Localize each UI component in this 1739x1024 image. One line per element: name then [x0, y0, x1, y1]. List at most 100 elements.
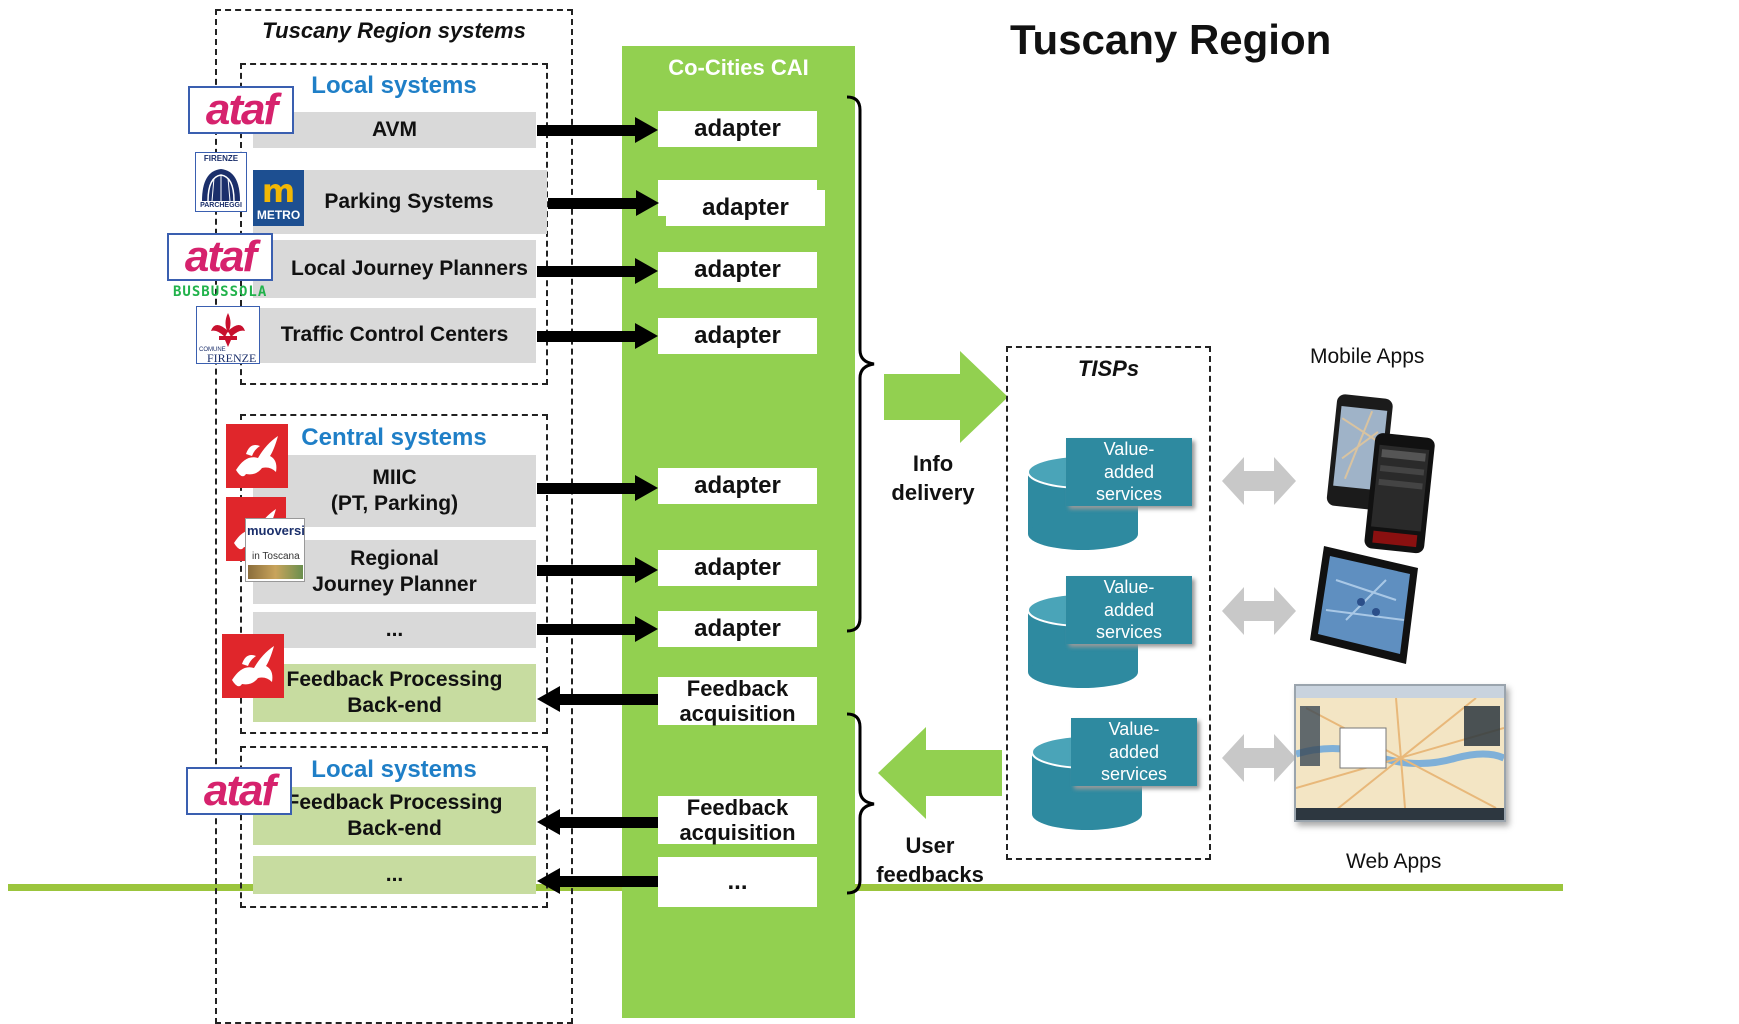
info-delivery-label: Info delivery [872, 450, 994, 507]
in-toscana-text: in Toscana [252, 551, 300, 562]
page-title: Tuscany Region [1010, 16, 1332, 63]
svc2-line-3: services [1095, 622, 1162, 643]
pegasus-logo-miic [226, 424, 288, 488]
arrow-traffic [537, 323, 658, 349]
arrow-parking [548, 190, 659, 216]
web-apps-label: Web Apps [1346, 850, 1442, 873]
arrow-feedback-2 [537, 809, 658, 835]
local-systems-label-2: Local systems [311, 756, 477, 783]
black-arrows [537, 117, 659, 894]
arrow-feedback-1 [537, 686, 658, 712]
feedback-acquisition-1: Feedback acquisition [658, 675, 817, 726]
cai-ellipsis: ... [658, 857, 817, 907]
row-avm: AVM [253, 112, 536, 148]
ataf-logo-text-2: ataf [184, 232, 257, 281]
rjp-line-1: Regional [350, 546, 439, 570]
svc1-line-3: services [1095, 484, 1162, 505]
row-miic: MIIC (PT, Parking) [253, 455, 536, 527]
metro-logo: m METRO [253, 170, 304, 226]
muoversi-toscana-logo: muoversi in Toscana [245, 518, 305, 582]
ataf-logo-text: ataf [205, 85, 278, 134]
info-delivery-arrow [884, 351, 1008, 443]
feedback-bracket [846, 712, 875, 895]
svc3-line-1: Value- [1108, 719, 1160, 740]
info-delivery-line-1: Info [912, 451, 954, 476]
arrow-ellipsis-2 [537, 868, 658, 894]
miic-line-1: MIIC [372, 465, 417, 489]
fa1-line-2: acquisition [679, 701, 796, 726]
value-added-services-3: Value- added services [1071, 718, 1197, 786]
tisps-box [1006, 346, 1211, 860]
web-app-screenshot [1294, 684, 1506, 822]
muoversi-image [248, 565, 303, 579]
user-feedback-arrow [878, 727, 1002, 819]
firenze-text: FIRENZE [207, 351, 257, 365]
double-arrow-2 [1222, 587, 1296, 635]
row-feedback-processing-local: Feedback Processing Back-end [253, 787, 536, 845]
cai-title: Co-Cities CAI [668, 55, 809, 80]
value-added-services-1: Value- added services [1066, 438, 1192, 506]
comune-text: COMUNE [199, 347, 226, 353]
svc3-line-2: added [1108, 741, 1160, 762]
value-added-services-2: Value- added services [1066, 576, 1192, 644]
fb-central-line-2: Back-end [347, 694, 442, 717]
pegasus-icon [236, 436, 278, 477]
row-central-ellipsis: ... [253, 612, 536, 648]
user-feedbacks-line-1: User [905, 833, 955, 858]
arrow-avm [537, 117, 658, 143]
muoversi-text: muoversi [247, 523, 305, 538]
mobile-apps-label: Mobile Apps [1310, 345, 1425, 368]
ataf-logo-journey: ataf [167, 233, 273, 281]
user-feedbacks-line-2: feedbacks [876, 861, 984, 887]
ataf-logo-text-3: ataf [203, 766, 276, 815]
svc2-line-2: added [1103, 599, 1155, 620]
local-systems-label: Local systems [311, 72, 477, 99]
user-feedbacks-label: User feedbacks [868, 832, 992, 889]
parcheggi-text: PARCHEGGI [200, 202, 242, 209]
row-local-ellipsis: ... [253, 856, 536, 894]
fb-local-line-2: Back-end [347, 817, 442, 840]
central-systems-label: Central systems [301, 424, 487, 451]
svc1-line-1: Value- [1103, 439, 1155, 460]
fa2-line-2: acquisition [679, 820, 796, 845]
adapter-journey-planners: adapter [658, 252, 817, 288]
info-bracket [846, 95, 875, 633]
info-delivery-line-2: delivery [891, 479, 975, 505]
dome-icon [202, 169, 240, 202]
metro-m-icon: m [261, 172, 296, 210]
feedback-acquisition-2: Feedback acquisition [658, 794, 817, 845]
ataf-logo-avm: ataf [188, 86, 294, 134]
browser-toolbar [1296, 686, 1504, 698]
fa2-line-1: Feedback [686, 794, 789, 820]
firenze-parcheggi-top: FIRENZE [203, 154, 239, 163]
tuscany-systems-label: Tuscany Region systems [262, 18, 526, 43]
busbussola-label: BUSBUSSOLA [173, 284, 268, 300]
tablet-icon [1310, 546, 1418, 664]
arrow-journey [537, 258, 658, 284]
fb-local-line-1: Feedback Processing [286, 790, 503, 814]
pegasus-icon-3 [232, 646, 274, 687]
comune-firenze-logo: COMUNE FIRENZE [196, 306, 260, 365]
adapter-regional-jp: adapter [658, 550, 817, 586]
svc3-line-3: services [1100, 764, 1167, 785]
svc2-line-1: Value- [1103, 577, 1155, 598]
firenze-parcheggi-logo: FIRENZE PARCHEGGI [195, 152, 247, 212]
pegasus-logo-feedback [222, 634, 284, 698]
fa1-line-1: Feedback [686, 675, 789, 701]
local-systems-box [240, 63, 548, 385]
adapter-ellipsis-row: adapter [658, 611, 817, 647]
adapter-miic: adapter [658, 468, 817, 504]
double-arrow-1 [1222, 457, 1296, 505]
row-feedback-processing-central: Feedback Processing Back-end [253, 664, 536, 722]
row-local-journey-planners: Local Journey Planners [253, 240, 536, 298]
svc1-line-2: added [1103, 461, 1155, 482]
metro-text: METRO [256, 208, 301, 222]
arrow-rjp [537, 557, 658, 583]
arrow-ellipsis [537, 616, 658, 642]
row-traffic-control-centers: Traffic Control Centers [253, 308, 536, 363]
ataf-logo-local2: ataf [186, 767, 292, 815]
fb-central-line-1: Feedback Processing [286, 667, 503, 691]
smartphone-icon [1326, 394, 1435, 554]
double-arrow-3 [1222, 734, 1296, 782]
